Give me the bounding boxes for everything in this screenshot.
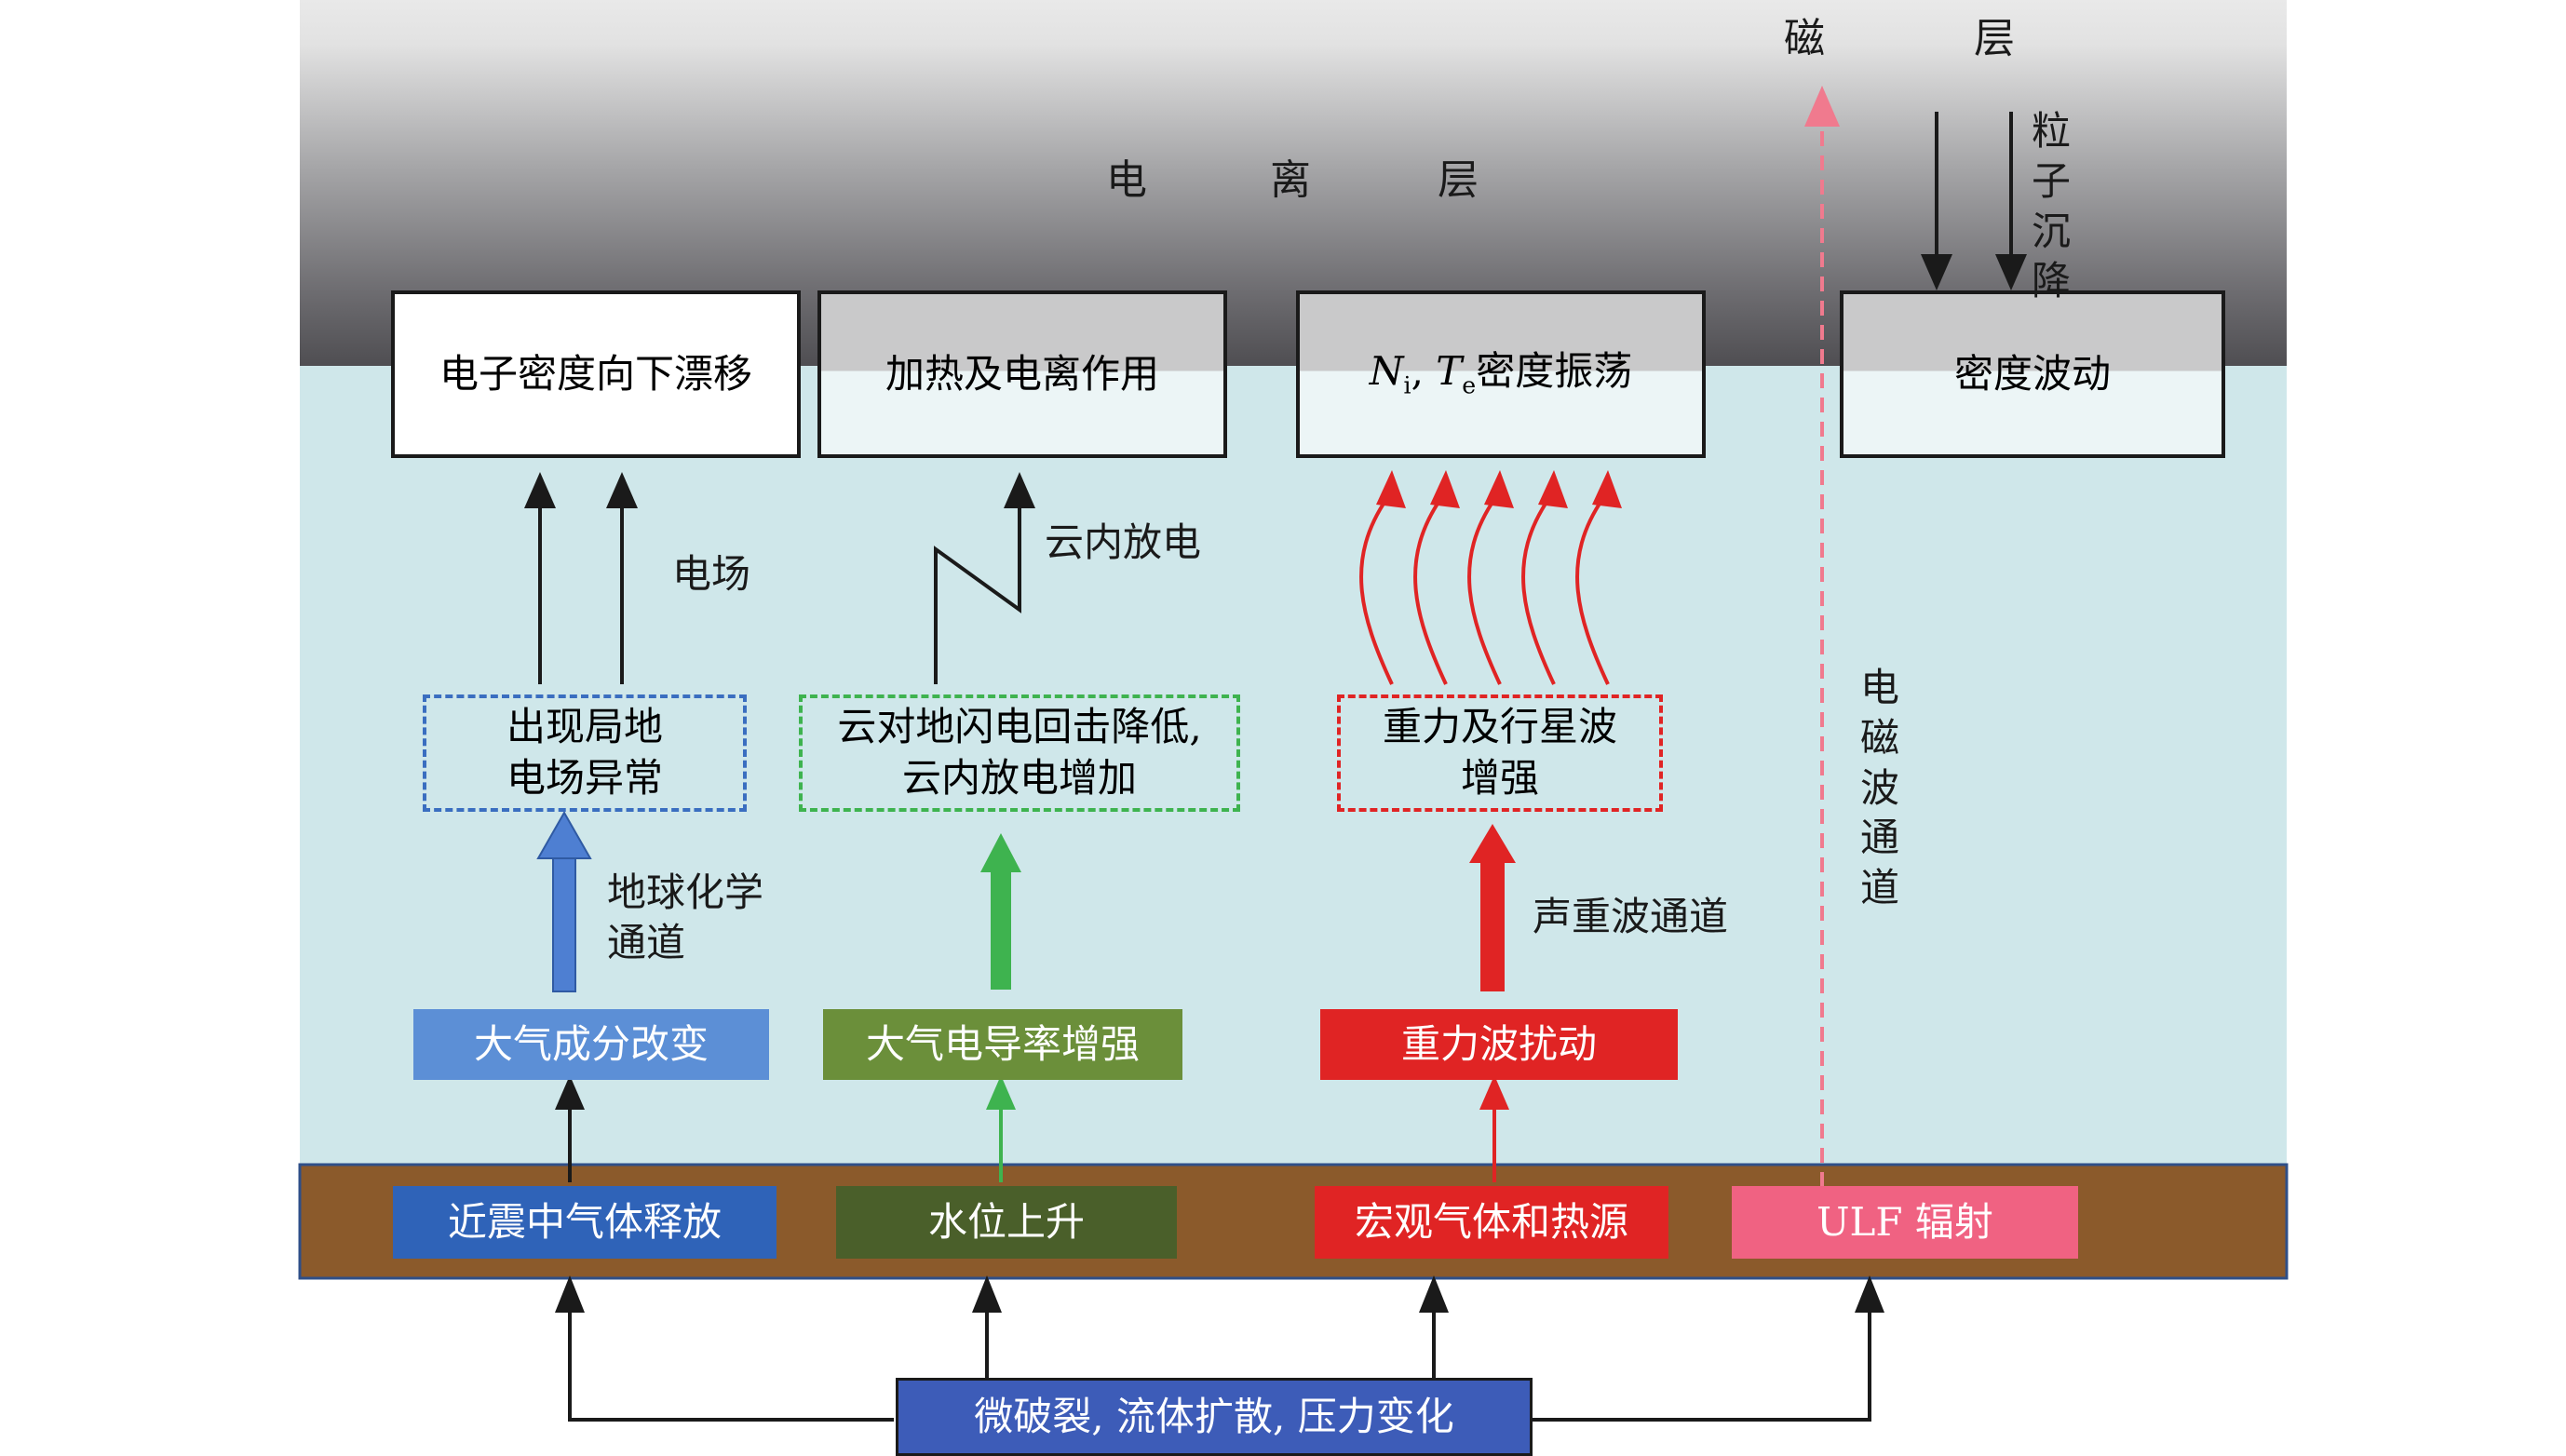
gravity-wave-curved-arrows (1359, 496, 1610, 685)
water-level-box: 水位上升 (836, 1186, 1177, 1259)
macro-gas-heat-box: 宏观气体和热源 (1315, 1186, 1668, 1259)
gas-release-box: 近震中气体释放 (393, 1186, 777, 1259)
density-fluctuation-box: 密度波动 (1840, 290, 2225, 458)
acoustic-gravity-channel-label: 声重波通道 (1533, 894, 1729, 939)
density-oscillation-text: Ni, Te密度振荡 (1370, 346, 1632, 401)
particle-precipitation-label: 粒子沉降 (2031, 108, 2071, 304)
conductivity-to-lightning-arrow (980, 833, 1021, 990)
lightning-change-box: 云对地闪电回击降低, 云内放电增加 (799, 694, 1240, 812)
oscillation-separator: , (1411, 348, 1437, 395)
source-arrowheads (555, 1275, 1884, 1313)
electric-field-arrows (538, 503, 624, 684)
gravity-planetary-wave-box: 重力及行星波 增强 (1337, 694, 1663, 812)
heat-to-gravity-arrow (1479, 1075, 1509, 1182)
ulf-radiation-text: ULF 辐射 (1816, 1198, 1993, 1245)
conductivity-text: 大气电导率增强 (865, 1020, 1140, 1067)
lightning-change-line2: 云内放电增加 (901, 755, 1137, 801)
electron-density-drift-text: 电子密度向下漂移 (439, 350, 752, 397)
intracloud-discharge-label: 云内放电 (1045, 519, 1202, 565)
ionosphere-label-char3: 层 (1438, 156, 1479, 204)
gravity-disturbance-box: 重力波扰动 (1320, 1009, 1678, 1080)
ni-symbol: N (1369, 348, 1404, 395)
em-channel-dashed-arrow (1804, 86, 1840, 1187)
heating-ionization-box: 加热及电离作用 (817, 290, 1227, 458)
particle-precipitation-arrowheads (1921, 254, 2027, 290)
water-to-conductivity-arrow (986, 1075, 1016, 1182)
te-subscript: e (1462, 371, 1477, 399)
geochemical-channel-label-line2: 通道 (607, 920, 686, 965)
conductivity-box: 大气电导率增强 (823, 1009, 1182, 1080)
gravity-disturbance-text: 重力波扰动 (1400, 1020, 1597, 1067)
electron-density-drift-box: 电子密度向下漂移 (391, 290, 801, 458)
macro-gas-heat-text: 宏观气体和热源 (1354, 1198, 1628, 1245)
em-channel-label: 电磁波通道 (1859, 665, 1899, 910)
water-level-text: 水位上升 (927, 1198, 1085, 1245)
oscillation-tail: 密度振荡 (1476, 348, 1633, 395)
local-field-anomaly-line2: 电场异常 (506, 755, 663, 801)
gravity-planetary-wave-line2: 增强 (1460, 755, 1539, 801)
atmos-composition-box: 大气成分改变 (413, 1009, 769, 1080)
source-text: 微破裂, 流体扩散, 压力变化 (974, 1393, 1454, 1439)
gravity-wave-arrowheads (1376, 470, 1622, 508)
gravity-planetary-wave-line1: 重力及行星波 (1382, 704, 1617, 750)
ground-to-composition-arrow (555, 1075, 585, 1182)
ni-subscript: i (1403, 371, 1411, 399)
ionosphere-label-char2: 离 (1270, 156, 1311, 204)
geochemical-channel-arrow (536, 810, 592, 992)
local-field-anomaly-line1: 出现局地 (506, 704, 663, 750)
magnetosphere-label-char1: 磁 (1784, 15, 1825, 62)
lightning-change-line1: 云对地闪电回击降低, (837, 704, 1202, 750)
particle-precipitation-arrows (1935, 112, 2013, 261)
acoustic-gravity-channel-arrow (1469, 824, 1516, 991)
magnetosphere-label-char2: 层 (1974, 15, 2015, 62)
geochemical-channel-label-line1: 地球化学 (607, 870, 764, 915)
density-fluctuation-text: 密度波动 (1953, 350, 2111, 397)
source-connectors (568, 1289, 1871, 1422)
source-box: 微破裂, 流体扩散, 压力变化 (896, 1378, 1533, 1456)
local-field-anomaly-box: 出现局地 电场异常 (423, 694, 747, 812)
ionosphere-label-char1: 电 (1106, 156, 1147, 204)
density-oscillation-box: Ni, Te密度振荡 (1296, 290, 1706, 458)
lightning-zigzag-arrow (934, 472, 1035, 684)
te-symbol: T (1436, 348, 1463, 395)
electric-field-arrowheads (524, 472, 638, 508)
ulf-radiation-box: ULF 辐射 (1732, 1186, 2078, 1259)
electric-field-label: 电场 (672, 551, 751, 597)
gas-release-text: 近震中气体释放 (447, 1198, 722, 1245)
atmos-composition-text: 大气成分改变 (473, 1020, 709, 1067)
heating-ionization-text: 加热及电离作用 (885, 350, 1159, 397)
